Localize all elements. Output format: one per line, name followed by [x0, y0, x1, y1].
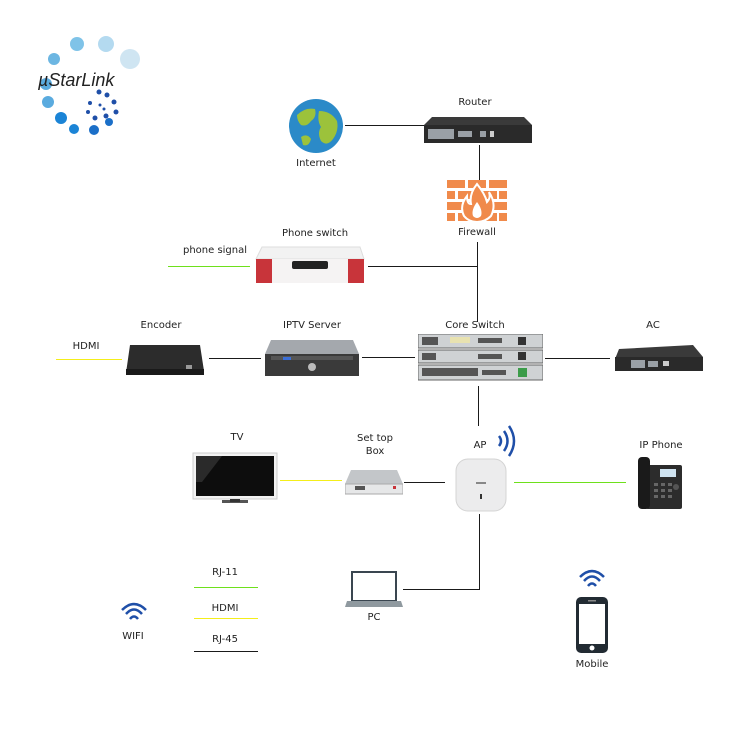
- legend-wifi-label: WIFI: [122, 631, 144, 642]
- node-firewall[interactable]: [447, 180, 507, 222]
- brand-logo: µStarLink: [34, 32, 154, 137]
- label-router: Router: [458, 97, 492, 108]
- link-tv-stb: [280, 480, 342, 481]
- brand-name: µStarLink: [38, 70, 115, 90]
- link-ap-pc-vertical: [479, 514, 480, 590]
- tv-icon: [192, 452, 278, 503]
- logo-dots-icon: [40, 36, 140, 135]
- node-tv[interactable]: [192, 452, 278, 508]
- label-phone-signal: phone signal: [182, 245, 248, 256]
- wifi-icon: [121, 602, 147, 620]
- legend-rj45-line: [194, 651, 258, 652]
- access-point-icon: [455, 458, 507, 512]
- wifi-waves-mobile: [578, 567, 606, 589]
- link-core-ac: [545, 358, 610, 359]
- label-internet: Internet: [296, 158, 336, 169]
- label-hdmi-input: HDMI: [72, 341, 100, 352]
- ac-controller-icon: [615, 345, 703, 371]
- label-firewall: Firewall: [458, 227, 496, 238]
- node-phone-switch[interactable]: [252, 245, 367, 285]
- ip-phone-icon: [638, 457, 682, 509]
- encoder-icon: [126, 345, 204, 375]
- node-core-switch[interactable]: [418, 334, 543, 382]
- label-tv: TV: [230, 432, 244, 443]
- node-ac[interactable]: [613, 345, 703, 373]
- label-ip-phone: IP Phone: [639, 440, 683, 451]
- phone-switch-icon: [255, 246, 365, 283]
- label-set-top-box-2: Box: [365, 446, 385, 457]
- router-icon: [424, 117, 532, 143]
- node-pc[interactable]: [345, 571, 403, 609]
- node-encoder[interactable]: [126, 343, 206, 377]
- node-mobile[interactable]: [575, 596, 609, 654]
- label-ac: AC: [646, 320, 660, 331]
- node-router[interactable]: [424, 115, 532, 145]
- laptop-icon: [345, 571, 403, 607]
- firewall-icon: [447, 180, 507, 222]
- set-top-box-icon: [345, 470, 403, 495]
- node-internet[interactable]: [287, 97, 345, 155]
- link-hdmi-encoder: [56, 359, 122, 360]
- legend-rj11-label: RJ-11: [212, 567, 238, 578]
- legend-rj11-line: [194, 587, 258, 588]
- core-switch-icon: [418, 334, 543, 381]
- link-phone-switch: [368, 266, 478, 267]
- link-core-ap: [478, 386, 479, 426]
- link-iptv-core: [362, 357, 415, 358]
- label-core-switch: Core Switch: [445, 320, 505, 331]
- label-mobile: Mobile: [575, 659, 609, 670]
- server-icon: [265, 340, 359, 376]
- link-ap-ip-phone: [514, 482, 626, 483]
- node-access-point[interactable]: [455, 458, 507, 512]
- globe-icon: [289, 99, 343, 153]
- node-ip-phone[interactable]: [634, 455, 682, 511]
- link-ap-pc-horizontal: [403, 589, 480, 590]
- wifi-signal-icon: [579, 569, 605, 587]
- node-iptv-server[interactable]: [263, 340, 359, 378]
- link-internet-router: [345, 125, 425, 126]
- label-set-top-box-1: Set top: [357, 433, 393, 444]
- link-stb-ap: [404, 482, 445, 483]
- link-firewall-core-switch: [477, 242, 478, 322]
- node-set-top-box[interactable]: [345, 470, 403, 496]
- legend-wifi: [120, 600, 148, 646]
- link-phone-signal: [168, 266, 250, 267]
- label-pc: PC: [367, 612, 381, 623]
- link-encoder-iptv: [209, 358, 261, 359]
- smartphone-icon: [576, 597, 608, 653]
- label-iptv-server: IPTV Server: [283, 320, 341, 331]
- legend-rj45-label: RJ-45: [212, 634, 238, 645]
- wifi-waves-ap: [497, 424, 517, 458]
- legend-hdmi-line: [194, 618, 258, 619]
- label-phone-switch: Phone switch: [281, 228, 349, 239]
- legend-hdmi-label: HDMI: [211, 603, 239, 614]
- link-router-firewall: [479, 145, 480, 180]
- wifi-signal-icon: [497, 425, 516, 457]
- label-ap: AP: [473, 440, 487, 451]
- label-encoder: Encoder: [140, 320, 182, 331]
